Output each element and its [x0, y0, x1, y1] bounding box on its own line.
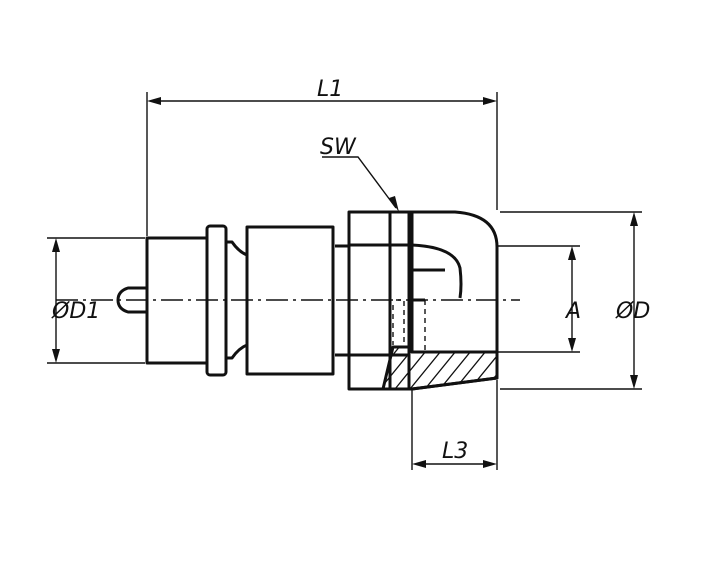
label-l3: L3	[442, 439, 468, 464]
dimension-l3: L3	[411, 380, 498, 470]
dimension-a: A	[497, 245, 581, 353]
label-od1: ØD1	[51, 299, 100, 324]
dimension-od1: ØD1	[47, 237, 145, 364]
label-sw: SW	[320, 135, 357, 160]
dimension-sw: SW	[320, 135, 399, 212]
label-od: ØD	[615, 299, 650, 324]
dimension-od: ØD	[500, 211, 650, 390]
label-l1: L1	[317, 77, 343, 102]
label-a: A	[564, 299, 581, 324]
dimension-l1: L1	[146, 77, 498, 236]
